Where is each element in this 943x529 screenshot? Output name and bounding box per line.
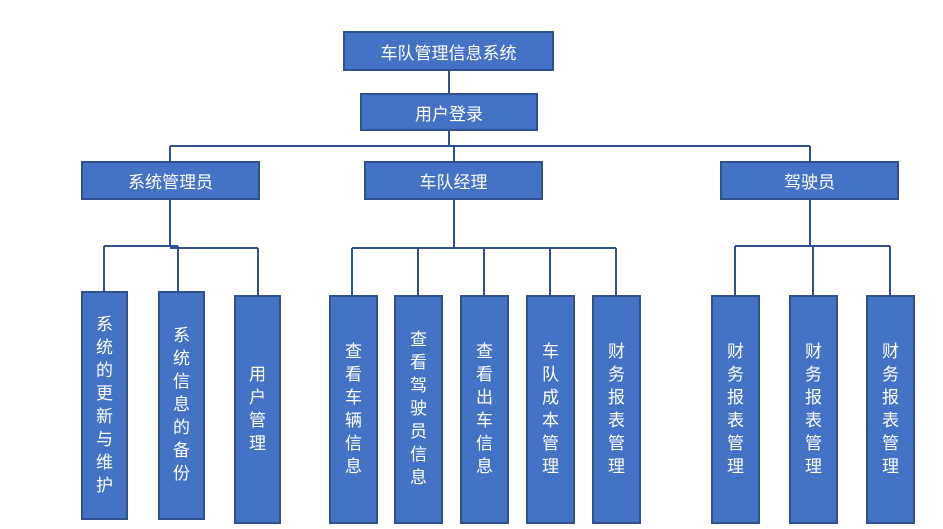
root-label: 车队管理信息系统 [380, 43, 517, 64]
leaf-label: 车队成本管理 [542, 341, 559, 477]
role-label: 驾驶员 [784, 173, 835, 193]
leaf-admin-3: 用户管理 [234, 295, 281, 524]
leaf-manager-3: 查看出车信息 [460, 295, 509, 524]
leaf-admin-2: 系统信息的备份 [158, 291, 205, 520]
leaf-label: 财务报表管理 [805, 341, 822, 477]
leaf-label: 财务报表管理 [882, 341, 899, 477]
role-node-admin: 系统管理员 [81, 161, 260, 200]
leaf-manager-4: 车队成本管理 [526, 295, 575, 524]
leaf-label: 查看出车信息 [476, 341, 493, 477]
leaf-label: 系统的更新与维护 [96, 314, 113, 496]
leaf-manager-1: 查看车辆信息 [329, 295, 378, 524]
leaf-label: 系统信息的备份 [173, 326, 190, 484]
leaf-label: 查看驾驶员信息 [410, 330, 427, 488]
leaf-label: 用户管理 [249, 364, 266, 454]
leaf-label: 财务报表管理 [608, 341, 625, 477]
role-node-manager: 车队经理 [364, 161, 543, 200]
leaf-label: 财务报表管理 [727, 341, 744, 477]
login-label: 用户登录 [415, 104, 483, 125]
leaf-label: 查看车辆信息 [345, 341, 362, 477]
role-node-driver: 驾驶员 [720, 161, 899, 200]
leaf-driver-1: 财务报表管理 [711, 295, 760, 524]
leaf-driver-2: 财务报表管理 [789, 295, 838, 524]
role-label: 系统管理员 [128, 173, 213, 193]
leaf-manager-2: 查看驾驶员信息 [394, 295, 443, 524]
role-label: 车队经理 [419, 173, 488, 193]
login-node: 用户登录 [360, 93, 538, 131]
leaf-admin-1: 系统的更新与维护 [81, 291, 128, 520]
root-node: 车队管理信息系统 [343, 31, 554, 71]
leaf-driver-3: 财务报表管理 [866, 295, 915, 524]
leaf-manager-5: 财务报表管理 [592, 295, 641, 524]
